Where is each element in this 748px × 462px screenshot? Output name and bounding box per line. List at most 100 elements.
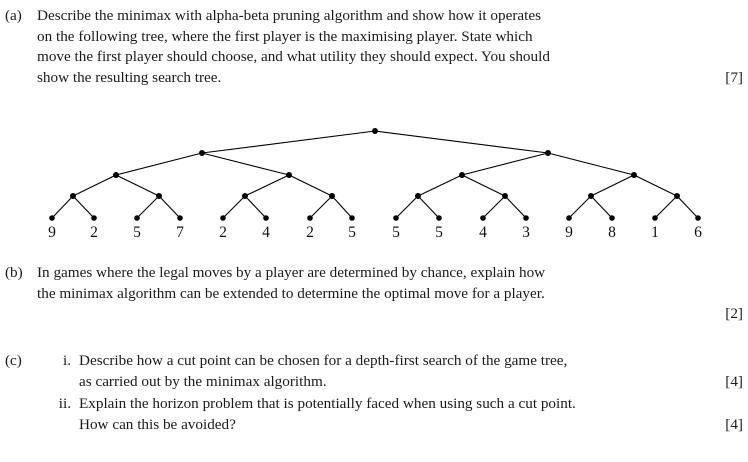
tree-leaf-node	[220, 215, 226, 221]
question-a-marks: [7]	[725, 68, 743, 86]
tree-edge	[115, 152, 203, 176]
question-a-line-4: show the resulting search tree. [7]	[37, 68, 743, 89]
tree-edge	[590, 195, 613, 219]
tree-edge	[244, 174, 290, 197]
tree-edge	[201, 152, 290, 176]
tree-leaf-node	[523, 215, 529, 221]
tree-edge	[461, 174, 506, 197]
tree-leaf-value: 2	[219, 224, 227, 241]
tree-leaf-node	[566, 215, 572, 221]
question-c-subitem-i-line-2: as carried out by the minimax algorithm.…	[79, 372, 743, 393]
game-tree-figure: 9 2 5 7 2 4 2 5 5 5 4 3 9 8 1 6	[0, 118, 748, 253]
tree-leaf-value: 2	[90, 224, 98, 241]
tree-leaf-value: 2	[306, 224, 314, 241]
tree-edges	[51, 130, 699, 219]
tree-leaf-value: 8	[608, 224, 616, 241]
tree-edge	[201, 130, 376, 154]
question-b-marks: [2]	[725, 305, 743, 322]
question-c-subitem-ii-marks: [4]	[725, 415, 743, 433]
tree-leaf-node	[480, 215, 486, 221]
tree-edge	[590, 174, 635, 197]
tree-leaf-value: 1	[651, 224, 659, 241]
tree-leaf-node	[91, 215, 97, 221]
tree-internal-node	[199, 150, 205, 156]
question-c-subitem-ii: ii. Explain the horizon problem that is …	[45, 394, 743, 435]
tree-edge	[244, 195, 267, 219]
question-c-subitem-ii-body: Explain the horizon problem that is pote…	[79, 394, 743, 435]
tree-leaf-value: 6	[694, 224, 702, 241]
question-c-label: (c)	[5, 352, 22, 369]
tree-leaf-node	[177, 215, 183, 221]
tree-leaf-value: 7	[176, 224, 184, 241]
question-a-label: (a)	[5, 7, 22, 24]
question-c-body: i. Describe how a cut point can be chose…	[45, 351, 743, 435]
tree-leaf-node	[349, 215, 355, 221]
tree-internal-node	[286, 172, 292, 178]
tree-internal-node	[372, 128, 378, 134]
tree-edge	[331, 195, 353, 219]
tree-edge	[115, 174, 160, 197]
tree-leaf-value: 3	[522, 224, 530, 241]
tree-leaf-value: 5	[133, 224, 141, 241]
tree-internal-node	[545, 150, 551, 156]
tree-leaf-value: 5	[392, 224, 400, 241]
tree-internal-node	[588, 193, 594, 199]
tree-leaf-node	[49, 215, 55, 221]
question-c-subitem-i-label: i.	[62, 352, 71, 369]
tree-internal-node	[242, 193, 248, 199]
tree-edge	[288, 174, 333, 197]
tree-leaf-node	[263, 215, 269, 221]
question-b-body: In games where the legal moves by a play…	[37, 263, 743, 325]
tree-leaf-node	[134, 215, 140, 221]
question-c-subitem-i-body: Describe how a cut point can be chosen f…	[79, 351, 743, 392]
tree-leaf-value: 9	[48, 224, 56, 241]
tree-internal-node	[502, 193, 508, 199]
tree-internal-node	[156, 193, 162, 199]
tree-edge	[547, 152, 635, 176]
question-c-subitem-ii-line-1: Explain the horizon problem that is pote…	[79, 395, 576, 412]
tree-internal-node	[674, 193, 680, 199]
question-c-subitem-i: i. Describe how a cut point can be chose…	[45, 351, 743, 392]
tree-leaf-node	[436, 215, 442, 221]
tree-edge	[158, 195, 181, 219]
tree-leaf-value: 5	[435, 224, 443, 241]
tree-leaf-node	[695, 215, 701, 221]
tree-internal-node	[70, 193, 76, 199]
tree-edge	[482, 195, 506, 219]
tree-edge	[504, 195, 527, 219]
tree-edge	[72, 195, 95, 219]
tree-leaf-node	[652, 215, 658, 221]
question-b: (b) In games where the legal moves by a …	[5, 263, 743, 325]
game-tree-svg	[49, 128, 701, 221]
tree-internal-node	[329, 193, 335, 199]
tree-edge	[568, 195, 592, 219]
tree-leaf-value: 4	[479, 224, 487, 241]
tree-leaf-node	[609, 215, 615, 221]
tree-edge	[309, 195, 333, 219]
tree-edge	[676, 195, 699, 219]
tree-internal-node	[415, 193, 421, 199]
tree-leaf-value: 4	[262, 224, 270, 241]
tree-internal-node	[113, 172, 119, 178]
question-a: (a) Describe the minimax with alpha-beta…	[5, 6, 743, 88]
tree-edge	[395, 195, 419, 219]
tree-edge	[633, 174, 678, 197]
tree-edge	[417, 195, 440, 219]
tree-leaf-value: 5	[348, 224, 356, 241]
tree-leaf-labels: 9 2 5 7 2 4 2 5 5 5 4 3 9 8 1 6	[0, 224, 748, 250]
tree-leaf-node	[307, 215, 313, 221]
question-c-subitem-i-line-1: Describe how a cut point can be chosen f…	[79, 352, 568, 369]
tree-leaf-node	[393, 215, 399, 221]
tree-nodes	[49, 128, 701, 221]
tree-leaf-value: 9	[565, 224, 573, 241]
tree-internal-node	[631, 172, 637, 178]
tree-edge	[136, 195, 160, 219]
question-a-line-1: Describe the minimax with alpha-beta pru…	[37, 7, 542, 24]
question-a-body: Describe the minimax with alpha-beta pru…	[37, 6, 743, 88]
tree-internal-node	[459, 172, 465, 178]
question-a-line-3: move the first player should choose, and…	[37, 48, 550, 65]
question-c-subitem-ii-label: ii.	[58, 395, 71, 412]
tree-edge	[461, 152, 549, 176]
question-c: (c) i. Describe how a cut point can be c…	[5, 351, 743, 435]
